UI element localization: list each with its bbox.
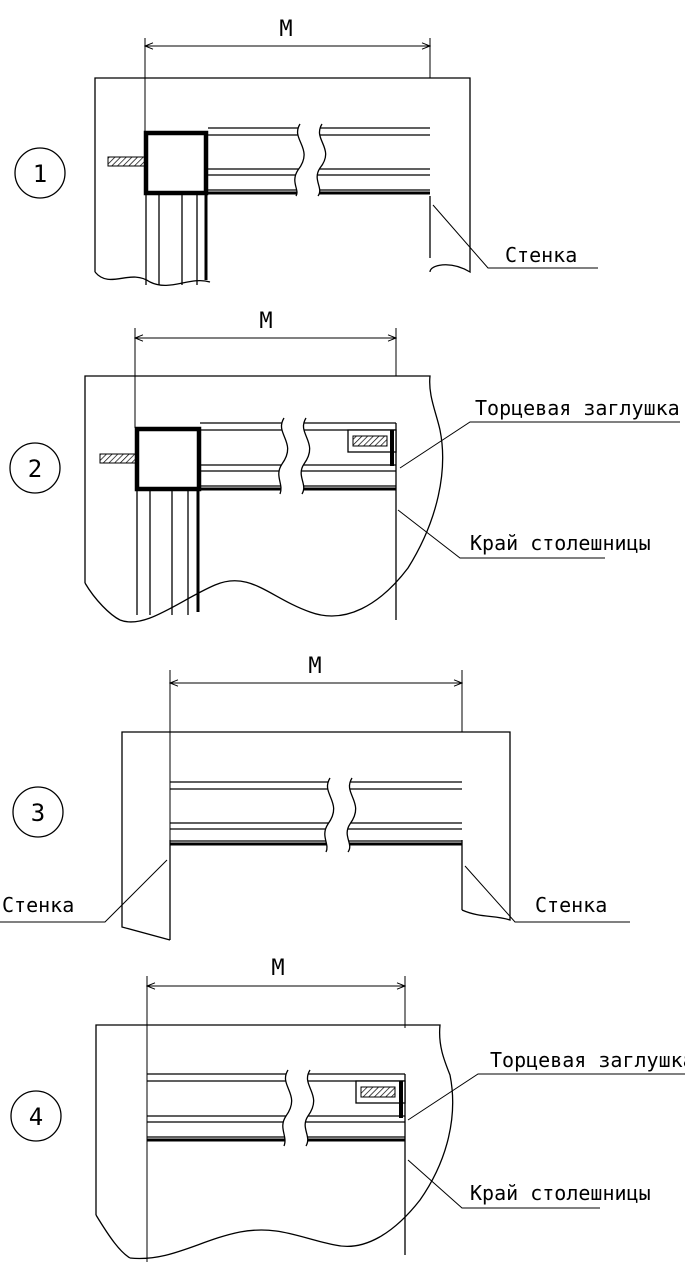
screw (107, 156, 147, 167)
dimension-label: M (271, 956, 284, 981)
tabletop-outline (95, 1024, 454, 1260)
dimension-label: M (308, 654, 321, 679)
tabletop-outline (94, 77, 471, 274)
figure-4: M 4 Торцевая заглушка Край столешницы (10, 956, 685, 1262)
dimension-label: M (259, 309, 272, 334)
label-end-cap: Торцевая заглушка (475, 396, 680, 420)
label-edge: Край столешницы (470, 1181, 651, 1205)
figure-number-circle (12, 786, 64, 838)
label-wall-right: Стенка (535, 893, 607, 917)
figure-2: M 2 Торцевая заглушка Край столешницы (9, 309, 680, 623)
leg-profile (143, 130, 209, 196)
leader-wall (432, 204, 598, 269)
leader-end-cap (407, 1073, 685, 1121)
leader-end-cap (399, 421, 680, 469)
leader-edge (397, 509, 605, 559)
figure-3: M 3 Стенка Стенка (0, 654, 630, 941)
leader-wall-left (0, 859, 168, 923)
label-wall: Стенка (505, 243, 577, 267)
screw (99, 453, 138, 464)
break-mark (282, 1069, 293, 1147)
figure-number: 4 (29, 1103, 43, 1131)
break-mark (278, 417, 289, 495)
dimension-label: M (279, 17, 292, 42)
figure-1: M 1 Стенка (14, 17, 598, 286)
label-end-cap: Торцевая заглушка (490, 1048, 685, 1072)
figure-number-circle (14, 147, 66, 199)
leader-edge (407, 1159, 600, 1209)
tabletop-outline (121, 731, 511, 941)
figure-number: 3 (31, 799, 45, 827)
label-wall-left: Стенка (2, 893, 74, 917)
label-edge: Край столешницы (470, 531, 651, 555)
leg-profile (134, 426, 202, 492)
leader-wall-right (464, 865, 630, 923)
tabletop-outline (84, 375, 444, 623)
break-mark (294, 123, 305, 197)
figure-number-circle (10, 1090, 62, 1142)
break-mark (324, 777, 335, 853)
figure-number-circle (9, 442, 61, 494)
break-line (94, 271, 211, 286)
figure-number: 2 (28, 455, 42, 483)
figure-number: 1 (33, 160, 47, 188)
